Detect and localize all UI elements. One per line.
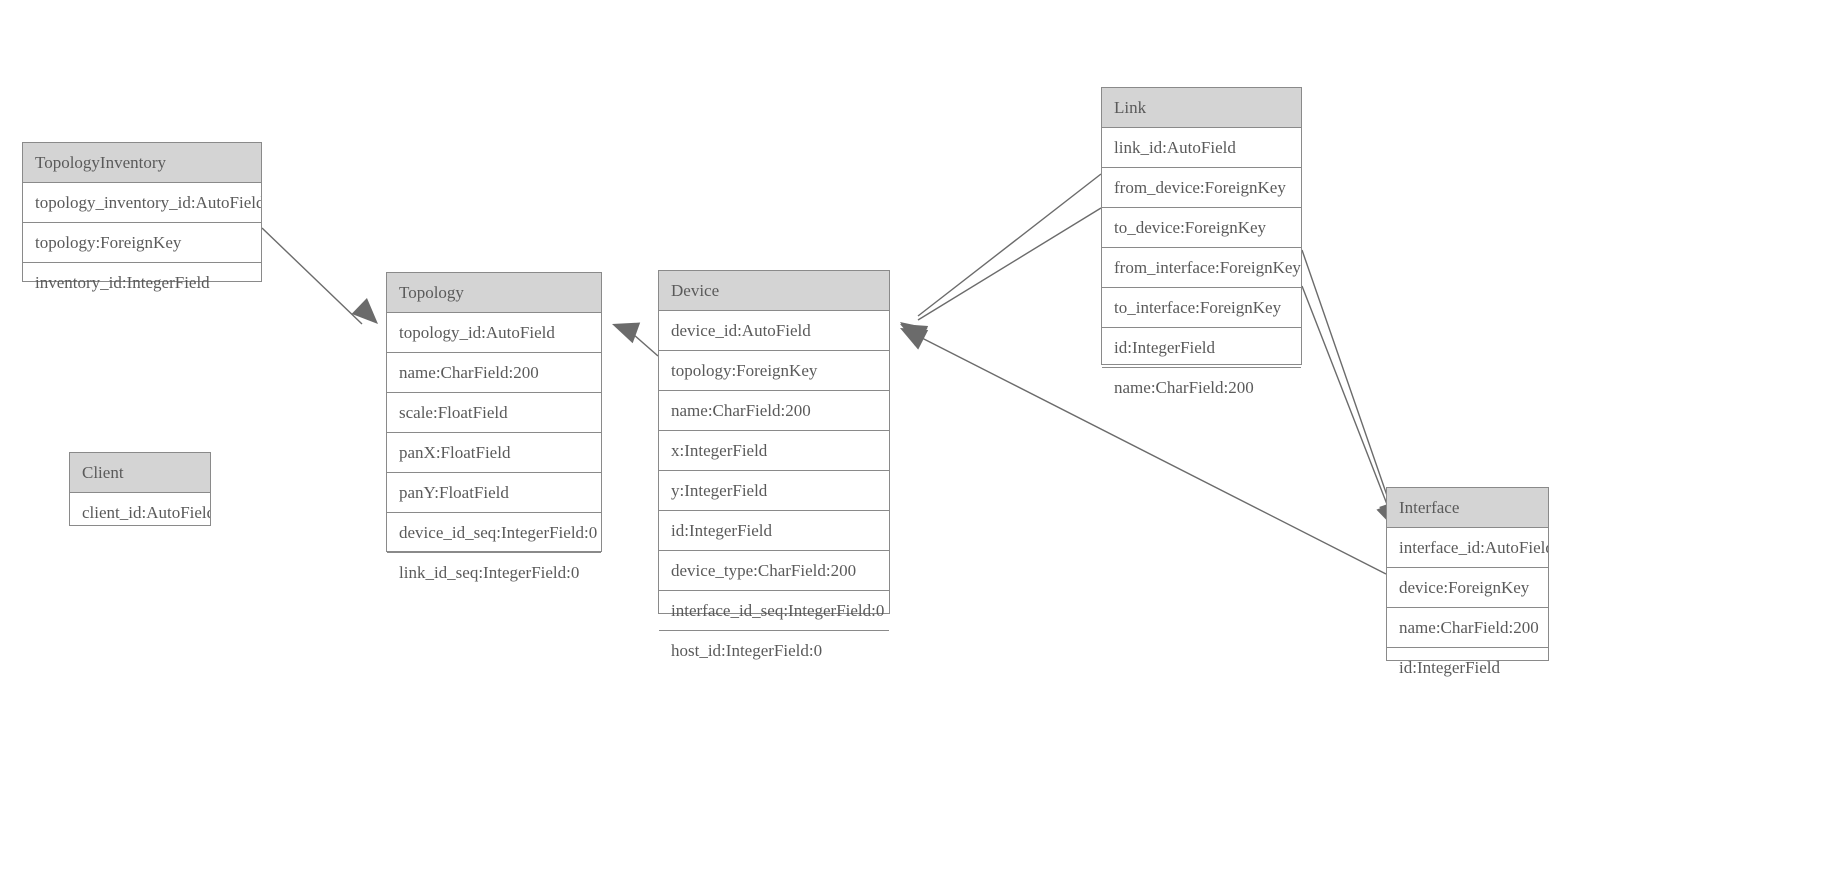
relationship-line-device-topology [624, 326, 659, 357]
entity-title-interface: Interface [1387, 488, 1548, 528]
entity-field-row: panY:FloatField [387, 473, 601, 513]
entity-field-row: panX:FloatField [387, 433, 601, 473]
entity-field-row: topology_inventory_id:AutoField [23, 183, 261, 223]
entity-field-row: x:IntegerField [659, 431, 889, 471]
entity-field-row: to_device:ForeignKey [1102, 208, 1301, 248]
entity-field-row: topology:ForeignKey [659, 351, 889, 391]
entity-title-link: Link [1102, 88, 1301, 128]
relationship-arrowhead-device-topology [612, 322, 641, 344]
relationship-arrowhead-link-to-device [900, 324, 929, 346]
entity-field-row: interface_id_seq:IntegerField:0 [659, 591, 889, 631]
entity-title-topologyinventory: TopologyInventory [23, 143, 261, 183]
entity-field-row: y:IntegerField [659, 471, 889, 511]
entity-field-row: host_id:IntegerField:0 [671, 641, 823, 660]
entity-field-row: id:IntegerField [1399, 658, 1501, 677]
entity-field-row: device:ForeignKey [1387, 568, 1548, 608]
relationship-line-link-from-device [917, 173, 1102, 317]
relationship-arrowhead-topologyinventory-topology [351, 298, 378, 324]
entity-field-row: topology:ForeignKey [23, 223, 261, 263]
entity-title-topology: Topology [387, 273, 601, 313]
relationship-arrowhead-interface-device [900, 328, 929, 350]
relationship-arrowhead-link-from-device [900, 322, 928, 346]
entity-field-row: device_id:AutoField [659, 311, 889, 351]
entity-field-row: name:CharField:200 [659, 391, 889, 431]
entity-field-row: inventory_id:IntegerField [35, 273, 210, 292]
entity-field-row: scale:FloatField [387, 393, 601, 433]
relationship-line-topologyinventory-topology [261, 227, 363, 325]
entity-field-row: from_device:ForeignKey [1102, 168, 1301, 208]
relationship-line-link-from-interface [1301, 249, 1393, 511]
entity-field-row: topology_id:AutoField [387, 313, 601, 353]
entity-field-row: link_id_seq:IntegerField:0 [399, 563, 580, 582]
entity-title-client: Client [70, 453, 210, 493]
entity-field-row: from_interface:ForeignKey [1102, 248, 1301, 288]
entity-title-device: Device [659, 271, 889, 311]
entity-box-client[interactable]: Client client_id:AutoField [69, 452, 211, 526]
entity-field-row: name:CharField:200 [1114, 378, 1254, 397]
entity-field-row: id:IntegerField [659, 511, 889, 551]
relationship-line-link-to-interface [1301, 285, 1391, 513]
entity-field-row: name:CharField:200 [387, 353, 601, 393]
entity-field-row: device_type:CharField:200 [659, 551, 889, 591]
entity-field-row: id:IntegerField [1102, 328, 1301, 368]
entity-field-row: interface_id:AutoField [1387, 528, 1548, 568]
entity-field-row: device_id_seq:IntegerField:0 [387, 513, 601, 553]
entity-field-row: to_interface:ForeignKey [1102, 288, 1301, 328]
entity-field-row: name:CharField:200 [1387, 608, 1548, 648]
entity-field-row: client_id:AutoField [82, 503, 210, 522]
relationship-line-link-to-device [917, 207, 1102, 321]
entity-field-row: link_id:AutoField [1102, 128, 1301, 168]
